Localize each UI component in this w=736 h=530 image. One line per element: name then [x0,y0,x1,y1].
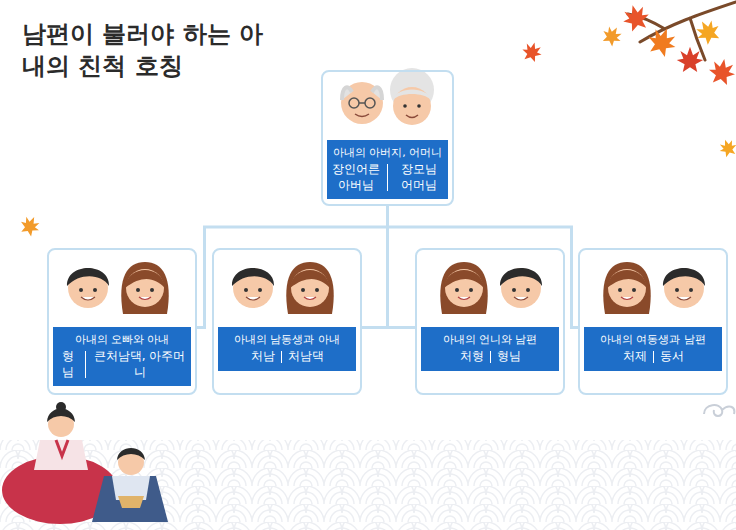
relation-card: 아내의 여동생과 남편처제 동서 [578,248,728,395]
diagram-title: 남편이 불러야 하는 아내의 친척 호칭 [22,18,282,83]
branch [628,2,736,60]
name-row: 형님 큰처남댁, 아주머니 [57,349,187,380]
grandfather-face [341,82,383,124]
name-row: 처제 동서 [588,349,718,365]
name-separator [387,164,388,191]
name-row: 처형 형님 [425,349,555,365]
relation-label: 아내의 남동생과 아내처남 처남댁 [218,327,356,371]
relation-heading: 아내의 아버지, 어머니 [331,146,444,160]
kinship-term: 처남댁 [288,349,324,365]
kinship-term: 큰처남댁, 아주머니 [92,349,187,380]
name-separator [653,351,654,363]
kinship-term: 장인어른 아버님 [331,162,381,193]
wave-ground [0,440,736,530]
name-separator [281,351,282,363]
relation-label: 아내의 오빠와 아내형님 큰처남댁, 아주머니 [53,327,191,386]
kinship-term: 장모님 어머님 [394,162,444,193]
relation-label: 아내의 아버지, 어머니장인어른 아버님 장모님 어머님 [327,140,448,199]
relation-label: 아내의 언니와 남편처형 형님 [421,327,559,371]
maple-leaves [17,2,736,239]
tree-connector [197,206,388,327]
kinship-term: 형님 [497,349,521,365]
relation-heading: 아내의 여동생과 남편 [588,333,718,347]
relation-heading: 아내의 남동생과 아내 [222,333,352,347]
relation-heading: 아내의 오빠와 아내 [57,333,187,347]
relation-card: 아내의 언니와 남편처형 형님 [415,248,565,395]
kinship-term: 형님 [57,349,79,380]
kinship-term: 동서 [660,349,684,365]
name-separator [490,351,491,363]
relation-heading: 아내의 언니와 남편 [425,333,555,347]
kinship-term: 처남 [251,349,275,365]
hanbok-couple [2,402,168,524]
name-row: 장인어른 아버님 장모님 어머님 [331,162,444,193]
cloud-swirl [704,405,734,416]
kinship-term: 처제 [623,349,647,365]
relation-card: 아내의 남동생과 아내처남 처남댁 [212,248,362,395]
name-row: 처남 처남댁 [222,349,352,365]
relation-label: 아내의 여동생과 남편처제 동서 [584,327,722,371]
relation-card: 아내의 아버지, 어머니장인어른 아버님 장모님 어머님 [321,70,454,206]
tree-connector [362,206,388,327]
tree-connector [388,206,416,327]
kinship-term: 처형 [460,349,484,365]
grandmother-face [390,68,434,125]
relation-card: 아내의 오빠와 아내형님 큰처남댁, 아주머니 [47,248,197,395]
name-separator [85,351,86,378]
